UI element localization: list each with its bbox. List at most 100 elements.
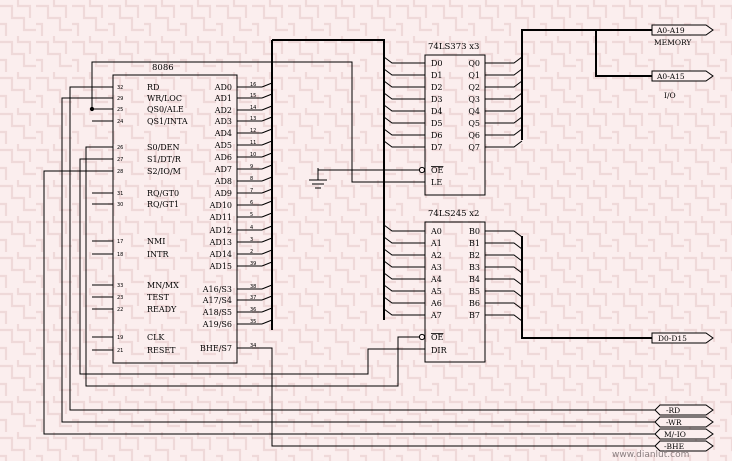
wire bbox=[485, 314, 523, 322]
data-bus-out bbox=[521, 236, 652, 339]
cpu-pin-number: 30 bbox=[117, 202, 123, 208]
wire bbox=[261, 200, 273, 206]
cpu-pin-number: 6 bbox=[250, 200, 253, 206]
wire bbox=[383, 272, 425, 280]
wire bbox=[69, 86, 655, 411]
transceiver-a-label: A3 bbox=[430, 263, 442, 272]
latch-input-label: D0 bbox=[431, 59, 443, 68]
addr-bus-out bbox=[521, 29, 652, 77]
cpu-pin-label: A17/S4 bbox=[202, 296, 232, 305]
wire bbox=[43, 170, 655, 435]
transceiver-title: 74LS245 x2 bbox=[428, 209, 479, 219]
cpu-pin-number: 21 bbox=[117, 348, 123, 354]
wire bbox=[485, 104, 523, 112]
transceiver-a-label: A0 bbox=[430, 227, 442, 236]
cpu-pin-number: 23 bbox=[117, 295, 123, 301]
wire bbox=[383, 260, 425, 268]
wire bbox=[383, 92, 425, 100]
cpu-right-pins: 16AD015AD114AD213AD312AD411AD510AD69AD78… bbox=[200, 82, 262, 353]
transceiver-b-label: B1 bbox=[469, 239, 480, 248]
cpu-pin-label: A18/S5 bbox=[202, 308, 232, 317]
cpu-pin-number: 14 bbox=[250, 105, 256, 111]
cpu-pin-label: AD13 bbox=[209, 238, 232, 247]
latch-oe-bubble bbox=[418, 166, 426, 174]
wire bbox=[383, 104, 425, 112]
cpu-pin-number: 38 bbox=[250, 284, 256, 290]
cpu-pin-number: 8 bbox=[250, 176, 253, 182]
wire bbox=[383, 248, 425, 256]
cpu-pin-number: 37 bbox=[250, 295, 256, 301]
transceiver-dir-label: DIR bbox=[431, 346, 448, 355]
cpu-pin-label: AD15 bbox=[209, 262, 232, 271]
wire bbox=[383, 140, 425, 148]
transceiver-a-label: A5 bbox=[430, 287, 442, 296]
cpu-pin-number: 12 bbox=[250, 128, 256, 134]
cpu-pin-label: INTR bbox=[147, 250, 169, 259]
cpu-pin-label: S0/DEN bbox=[147, 143, 180, 152]
cpu-pin-label: RESET bbox=[147, 346, 176, 355]
cpu-pin-number: 32 bbox=[117, 85, 123, 91]
wire bbox=[383, 116, 425, 124]
wire bbox=[261, 319, 273, 325]
wire bbox=[261, 188, 273, 194]
cpu-pin-label: A19/S6 bbox=[202, 320, 232, 329]
cpu-pin-label: AD7 bbox=[214, 165, 232, 174]
transceiver-b-label: B5 bbox=[469, 287, 480, 296]
bus-bhe: -BHE bbox=[654, 440, 714, 452]
cpu-pin-label: AD10 bbox=[209, 201, 232, 210]
wire bbox=[85, 146, 420, 387]
bus-rd-label: -RD bbox=[666, 406, 680, 415]
latch-oe-label: OE bbox=[431, 166, 444, 175]
cpu-pin-label: S2/IO/M bbox=[147, 167, 181, 176]
wire bbox=[261, 128, 273, 134]
cpu-pin-number: 34 bbox=[250, 343, 256, 349]
transceiver-a-label: A4 bbox=[430, 275, 442, 284]
cpu-pin-number: 26 bbox=[117, 145, 123, 151]
wire bbox=[485, 68, 523, 76]
cpu-pin-label: AD11 bbox=[209, 213, 232, 222]
cpu-pin-label: AD0 bbox=[214, 83, 232, 92]
cpu-pin-number: 4 bbox=[250, 225, 253, 231]
wire bbox=[261, 284, 273, 290]
transceiver-b-label: B6 bbox=[469, 299, 480, 308]
cpu-pin-label: WR/LOC bbox=[147, 94, 182, 103]
cpu-pin-number: 35 bbox=[250, 319, 256, 325]
wire bbox=[485, 278, 523, 286]
cpu-pin-number: 10 bbox=[250, 152, 256, 158]
transceiver-oe-bubble bbox=[418, 333, 426, 341]
bus-addr-memory: A0-A19 bbox=[651, 24, 714, 36]
cpu-pin-label: BHE/S7 bbox=[200, 344, 232, 353]
bus-bhe-label: -BHE bbox=[664, 442, 684, 451]
wire bbox=[261, 249, 273, 255]
bus-mio: M/-IO bbox=[654, 428, 714, 440]
bus-wr-label: -WR bbox=[666, 418, 682, 427]
transceiver-74ls245: 74LS245 x2 A0A1A2A3A4A5A6A7B0B1B2B3B4B5B… bbox=[418, 209, 486, 363]
cpu-pin-number: 13 bbox=[250, 116, 256, 122]
cpu-pin-number: 27 bbox=[117, 157, 123, 163]
bus-mio-label: M/-IO bbox=[664, 430, 686, 439]
transceiver-a-label: A1 bbox=[430, 239, 442, 248]
cpu-pin-label: AD8 bbox=[214, 177, 232, 186]
cpu-pin-number: 28 bbox=[117, 169, 123, 175]
latch-input-label: D6 bbox=[431, 131, 443, 140]
latch-output-label: Q0 bbox=[468, 59, 480, 68]
cpu-pin-number: 16 bbox=[250, 82, 256, 88]
wire bbox=[261, 261, 273, 267]
cpu-pin-number: 36 bbox=[250, 307, 256, 313]
wire bbox=[261, 164, 273, 170]
wire bbox=[61, 97, 655, 423]
cpu-pin-number: 33 bbox=[117, 283, 123, 289]
transceiver-body bbox=[424, 221, 486, 363]
bus-wr: -WR bbox=[654, 416, 714, 428]
latch-le-label: LE bbox=[431, 178, 442, 187]
wire bbox=[485, 56, 523, 64]
wire bbox=[485, 290, 523, 298]
cpu-pin-label: AD9 bbox=[214, 189, 232, 198]
cpu-pin-number: 11 bbox=[250, 140, 256, 146]
cpu-pin-number: 22 bbox=[117, 307, 123, 313]
wire bbox=[261, 116, 273, 122]
